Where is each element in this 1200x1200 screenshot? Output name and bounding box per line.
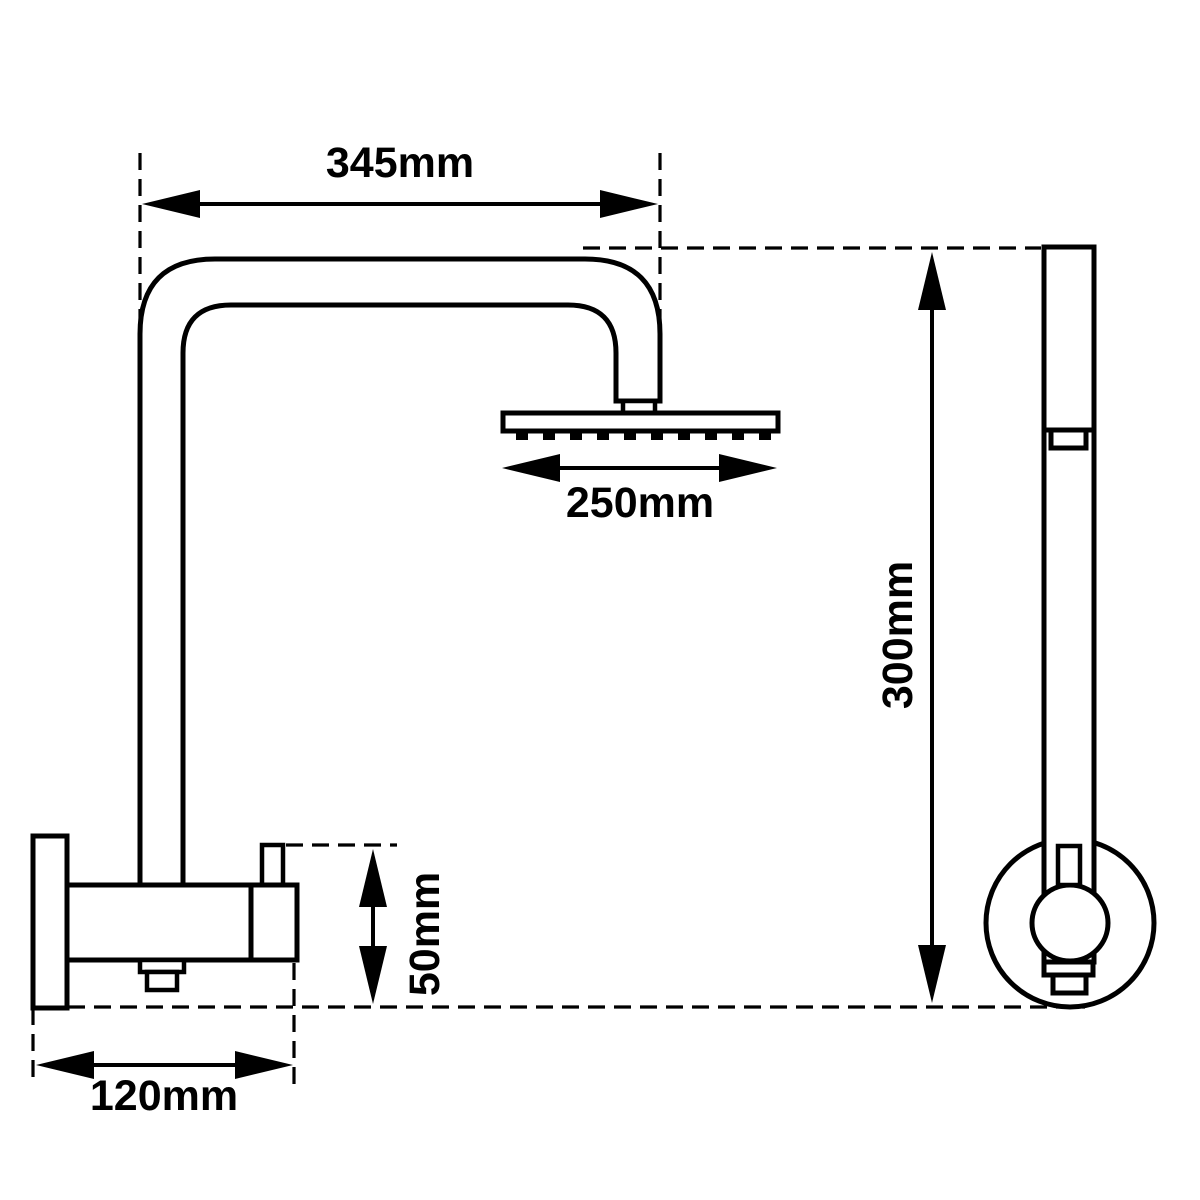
arrowhead-down-icon — [918, 945, 946, 1003]
wall-plate — [30, 833, 70, 1011]
dim-rail-height: 300mm — [874, 252, 946, 1003]
nozzle-tooth — [516, 431, 528, 440]
side-view — [983, 244, 1157, 1010]
extension-lines — [31, 153, 1085, 1085]
hand-shower-rail — [1041, 244, 1097, 965]
shower-arm — [137, 256, 663, 893]
arrowhead-left-icon — [36, 1051, 94, 1079]
arrowhead-left-icon — [502, 454, 560, 482]
dim-head-width-label: 250mm — [566, 479, 714, 527]
outlet-nozzle-lower — [144, 969, 180, 993]
nozzle-tooth — [597, 431, 609, 440]
nozzle-tooth — [705, 431, 717, 440]
dimension-annotations: 345mm 250mm 120mm 50mm — [36, 139, 946, 1120]
nozzle-tooth — [678, 431, 690, 440]
nozzle-tooth — [624, 431, 636, 440]
dim-mount-offset: 50mm — [359, 849, 449, 1004]
arrowhead-up-icon — [918, 252, 946, 310]
dim-base-width: 120mm — [36, 1051, 293, 1120]
dim-base-width-label: 120mm — [90, 1072, 238, 1120]
bracket-hub — [1029, 882, 1111, 964]
shower-head-plate — [500, 410, 781, 434]
arrowhead-down-icon — [359, 946, 387, 1004]
nozzle-tooth — [732, 431, 744, 440]
front-view — [30, 256, 781, 1011]
arrowhead-right-icon — [719, 454, 777, 482]
dim-arm-reach: 345mm — [142, 139, 658, 218]
dim-arm-reach-label: 345mm — [326, 139, 474, 187]
nozzle-tooth — [651, 431, 663, 440]
hub-clip — [1055, 843, 1083, 888]
nozzle-tooth — [759, 431, 771, 440]
arrowhead-left-icon — [142, 190, 200, 218]
dim-rail-height-label: 300mm — [874, 561, 922, 709]
nozzle-tooth — [570, 431, 582, 440]
arrowhead-up-icon — [359, 849, 387, 907]
shower-head-nozzles — [516, 431, 771, 440]
mount-stub — [259, 842, 286, 890]
nozzle-tooth — [543, 431, 555, 440]
arrowhead-right-icon — [600, 190, 658, 218]
bracket-stub-narrow — [1050, 972, 1089, 996]
dim-head-width: 250mm — [502, 454, 777, 527]
mount-body — [64, 882, 300, 963]
dim-mount-offset-label: 50mm — [401, 872, 449, 996]
rail-clip — [1048, 427, 1089, 451]
arrowhead-right-icon — [235, 1051, 293, 1079]
